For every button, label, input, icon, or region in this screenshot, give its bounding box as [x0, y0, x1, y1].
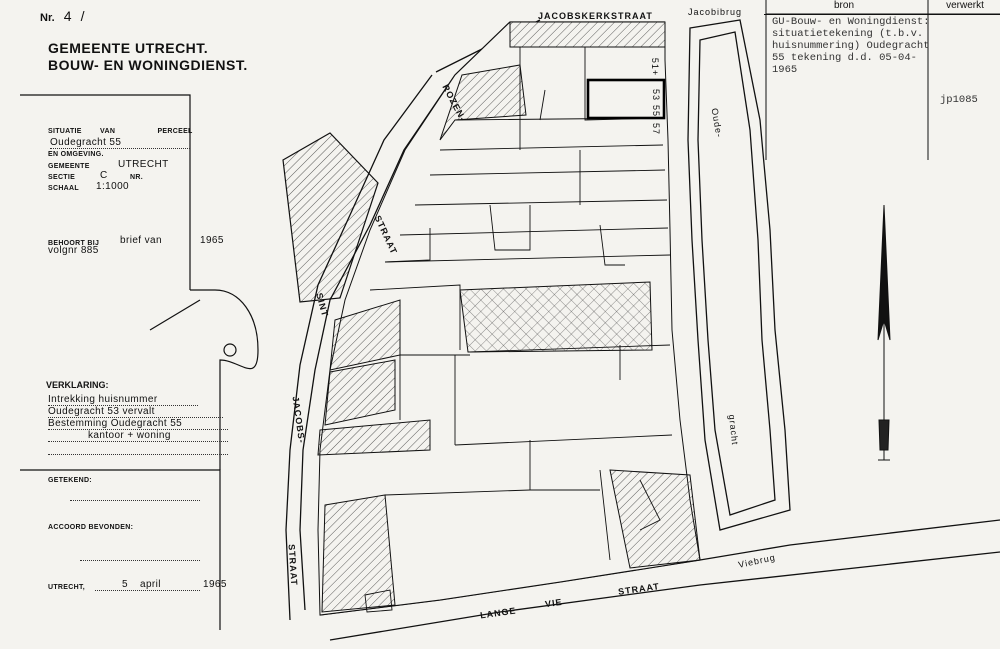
perceel-text: PERCEEL	[157, 128, 193, 135]
house-number-53: 53	[651, 88, 662, 102]
schaal-label: SCHAAL	[48, 185, 79, 192]
van-text: VAN	[100, 128, 116, 135]
house-number-51: 51+	[650, 57, 661, 77]
gemeente-value: UTRECHT	[118, 159, 169, 170]
canal-oudegracht	[687, 19, 791, 531]
house-number-55: 55	[651, 104, 662, 118]
behoort-year: 1965	[200, 235, 224, 246]
schaal-value: 1:1000	[96, 181, 129, 192]
behoort-label: BEHOORT BIJ	[48, 240, 100, 247]
detached-block	[282, 132, 379, 303]
utrecht-label: UTRECHT,	[48, 584, 86, 591]
verklaring-line-1: Intrekking huisnummer	[48, 394, 198, 406]
verklaring-lines: Intrekking huisnummer Oudegracht 53 verv…	[48, 394, 228, 455]
form-frame	[20, 94, 259, 630]
behoort-value: brief van	[120, 235, 162, 246]
accoord-line	[80, 560, 200, 561]
parcel-oudegracht-55	[586, 78, 666, 120]
sheet-number-label: Nr.	[40, 12, 55, 24]
sheet-number-value: 4	[63, 8, 72, 24]
sectie-label: SECTIE	[48, 174, 76, 181]
date-month: april	[140, 579, 161, 590]
source-description: GU-Bouw- en Woningdienst: situatietekeni…	[772, 16, 930, 76]
title-line-1: GEMEENTE UTRECHT.	[48, 40, 209, 56]
record-table-header: bron verwerkt	[764, 0, 1000, 15]
city-block	[317, 21, 701, 616]
gemeente-label: GEMEENTE	[48, 163, 90, 170]
street-jacobibrug: Jacobibrug	[688, 7, 743, 17]
north-arrow	[877, 204, 891, 461]
sheet-number-suffix: /	[80, 8, 85, 24]
accoord-label: ACCOORD BEVONDEN:	[48, 524, 134, 531]
processed-code: jp1085	[940, 94, 978, 106]
verklaring-blank-line	[48, 442, 228, 455]
record-table: bron verwerkt GU-Bouw- en Woningdienst: …	[764, 0, 1000, 160]
col-processed: verwerkt	[946, 0, 984, 11]
date-day: 5	[122, 579, 128, 590]
situatie-text: SITUATIE	[48, 128, 82, 135]
title-line-2: BOUW- EN WONINGDIENST.	[48, 57, 248, 73]
verklaring-line-2: Oudegracht 53 vervalt	[48, 406, 223, 418]
getekend-label: GETEKEND:	[48, 477, 92, 484]
omgeving-label: EN OMGEVING.	[48, 151, 104, 158]
col-source: bron	[833, 0, 854, 11]
volgnr-value: volgnr 885	[48, 245, 99, 256]
getekend-line	[70, 500, 200, 501]
street-jacobskerkstraat: JACOBSKERKSTRAAT	[538, 11, 653, 21]
house-number-57: 57	[651, 122, 662, 136]
situatie-label: SITUATIE VAN PERCEEL	[48, 128, 193, 135]
date-year: 1965	[203, 579, 227, 590]
verklaring-heading: VERKLARING:	[46, 380, 109, 390]
sheet-number: Nr. 4 /	[40, 8, 85, 24]
date-line	[95, 590, 200, 591]
page-title: GEMEENTE UTRECHT. BOUW- EN WONINGDIENST.	[48, 40, 248, 74]
verklaring-line-3: Bestemming Oudegracht 55	[48, 418, 228, 430]
verklaring-line-4: kantoor + woning	[48, 430, 228, 442]
sectie-value: C	[100, 170, 108, 181]
perceel-value: Oudegracht 55	[50, 137, 190, 149]
nr-label: NR.	[130, 174, 143, 181]
